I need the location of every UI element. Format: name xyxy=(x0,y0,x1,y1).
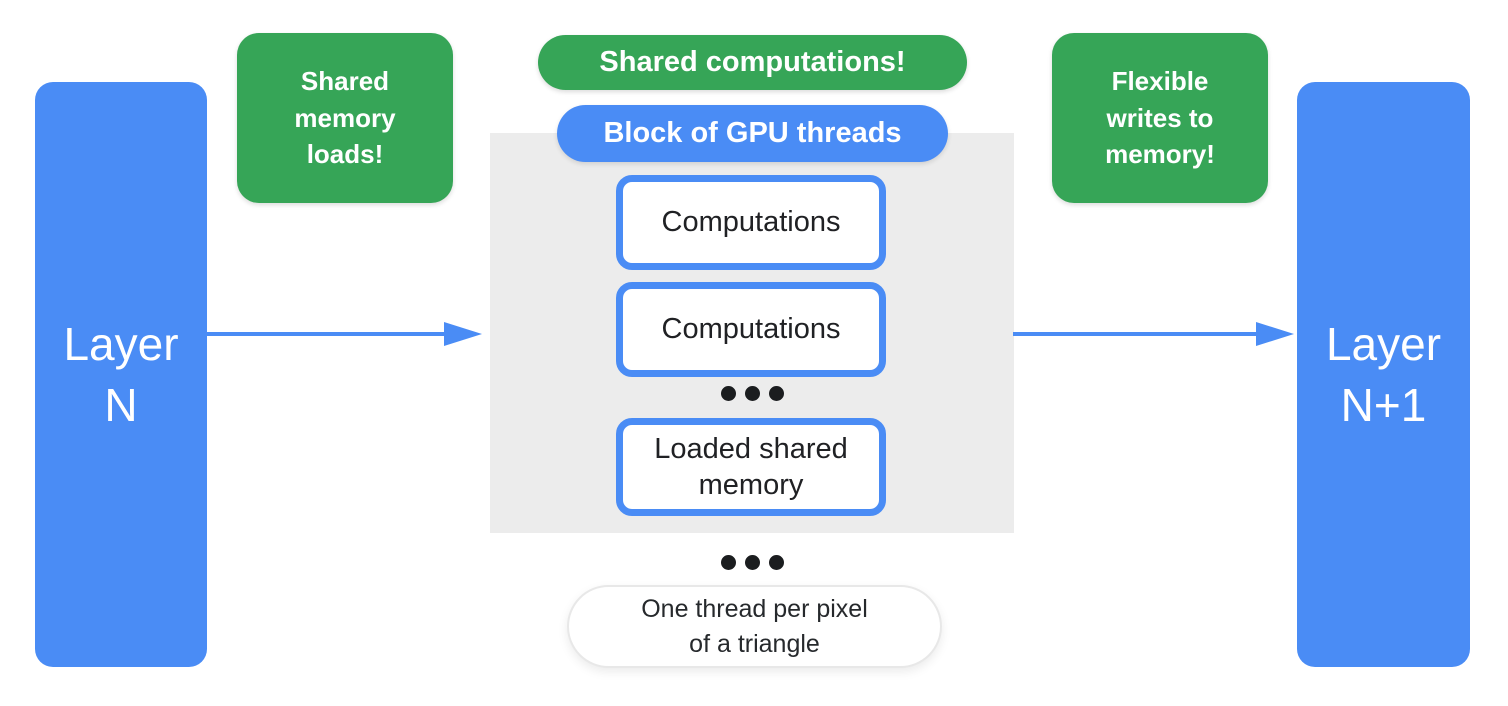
computations-box-2: Computations xyxy=(616,282,886,377)
dot-icon xyxy=(744,555,760,570)
computations-box-1-label: Computations xyxy=(661,206,841,239)
loaded-shared-memory-label: Loaded shared memory xyxy=(654,432,848,501)
ellipsis-dots-icon xyxy=(490,386,1014,401)
dot-icon xyxy=(720,386,736,401)
dot-icon xyxy=(720,555,736,570)
right-arrow-icon xyxy=(1013,322,1294,346)
note-shared-computations: Shared computations! xyxy=(538,35,967,90)
layer-n-plus-1-label: Layer N+1 xyxy=(1325,317,1442,431)
note-shared-memory-loads: Shared memory loads! xyxy=(237,33,453,203)
gpu-threads-block-label: Block of GPU threads xyxy=(603,117,902,149)
gpu-threads-block: Computations Computations Loaded shared … xyxy=(490,133,1014,533)
caption-pill: One thread per pixel of a triangle xyxy=(567,585,942,668)
gpu-threads-block-label-pill: Block of GPU threads xyxy=(557,105,948,162)
dot-icon xyxy=(768,555,784,570)
note-shared-memory-loads-label: Shared memory loads! xyxy=(294,65,396,170)
ellipsis-dots-icon xyxy=(490,555,1014,570)
dot-icon xyxy=(744,386,760,401)
layer-n-plus-1-box: Layer N+1 xyxy=(1297,82,1470,667)
loaded-shared-memory-box: Loaded shared memory xyxy=(616,418,886,516)
left-arrow-icon xyxy=(206,322,482,346)
note-shared-computations-label: Shared computations! xyxy=(599,46,906,78)
dot-icon xyxy=(768,386,784,401)
note-flexible-writes: Flexible writes to memory! xyxy=(1052,33,1268,203)
layer-n-label: Layer N xyxy=(63,317,179,431)
layer-n-box: Layer N xyxy=(35,82,207,667)
note-flexible-writes-label: Flexible writes to memory! xyxy=(1105,65,1215,170)
computations-box-2-label: Computations xyxy=(661,313,841,346)
caption-text: One thread per pixel of a triangle xyxy=(641,594,868,658)
computations-box-1: Computations xyxy=(616,175,886,270)
